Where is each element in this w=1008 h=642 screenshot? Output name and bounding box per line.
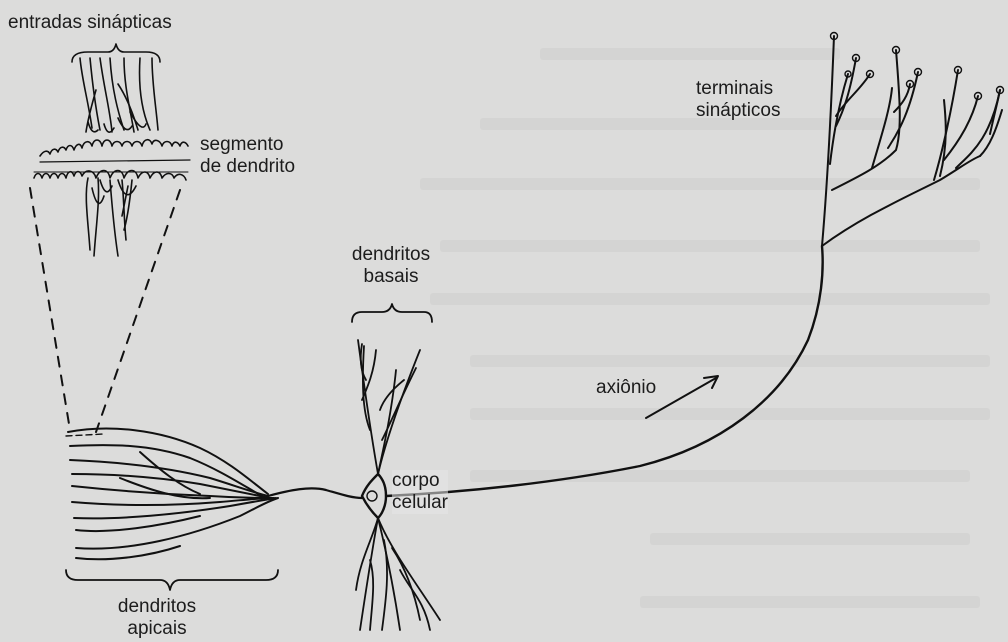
basal-dendrites-brace	[352, 304, 432, 322]
synaptic-inputs-brace	[72, 44, 160, 62]
axon-direction-arrow	[646, 376, 718, 418]
apical-dendrites	[66, 429, 278, 560]
dendrite-segment-label-line1: segmento	[200, 134, 295, 156]
dendrite-segment-inset	[34, 44, 190, 256]
cell-body-label: corpo celular	[392, 470, 448, 514]
cell-body-label-line2: celular	[392, 492, 448, 514]
synaptic-inputs-label: entradas sinápticas	[8, 12, 172, 34]
apical-dendrites-label: dendritos apicais	[92, 596, 222, 640]
zoom-projection-lines	[30, 188, 180, 432]
axon-terminals	[822, 36, 1002, 246]
apical-dendrites-brace	[66, 570, 278, 590]
cell-body-label-line1: corpo	[392, 470, 448, 492]
basal-dendrites-lower	[356, 518, 440, 630]
dendrite-segment-label-line2: de dendrito	[200, 156, 295, 178]
synaptic-terminals-label: terminais sinápticos	[696, 78, 781, 122]
basal-dendrites-label-line2: basais	[336, 266, 446, 288]
terminal-boutons	[831, 33, 1004, 100]
basal-dendrites-label: dendritos basais	[336, 244, 446, 288]
axon-label: axiônio	[596, 377, 656, 399]
nucleus-icon	[367, 491, 377, 501]
apical-trunk	[268, 488, 362, 498]
basal-dendrites-upper	[352, 304, 432, 474]
axon	[386, 246, 823, 496]
basal-dendrites-label-line1: dendritos	[336, 244, 446, 266]
apical-dendrites-label-line2: apicais	[92, 618, 222, 640]
dendrite-segment-label: segmento de dendrito	[200, 134, 295, 178]
synaptic-terminals-label-line2: sinápticos	[696, 100, 781, 122]
cell-body	[362, 474, 386, 518]
synaptic-terminals-label-line1: terminais	[696, 78, 781, 100]
apical-dendrites-label-line1: dendritos	[92, 596, 222, 618]
dendrite-membrane-upper	[40, 140, 188, 156]
